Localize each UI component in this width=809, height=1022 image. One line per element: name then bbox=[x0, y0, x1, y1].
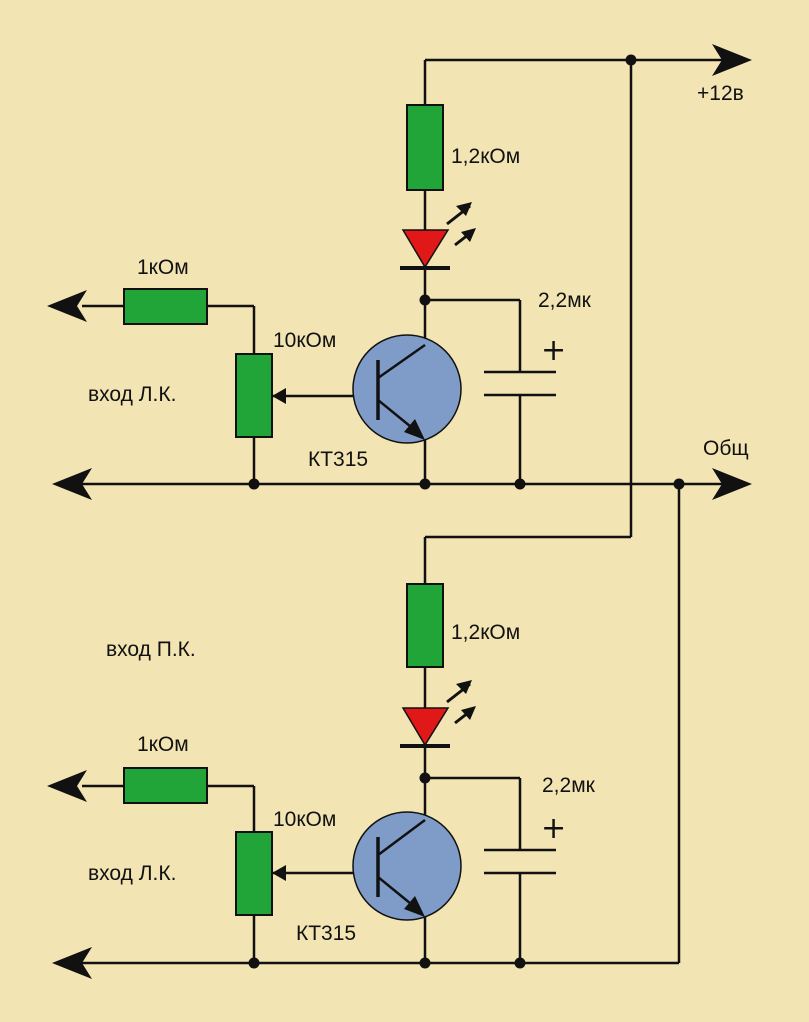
resistor-led bbox=[406, 583, 444, 668]
input-arrow bbox=[47, 290, 87, 322]
label-cap: 2,2мк bbox=[538, 289, 592, 312]
label-pot: 10кОм bbox=[273, 329, 336, 352]
junction-dot bbox=[419, 957, 431, 969]
stage-bottom-wires bbox=[82, 537, 522, 963]
label-input: вход Л.К. bbox=[88, 383, 176, 406]
common-arrow-right bbox=[712, 468, 752, 500]
wiper-arrow bbox=[272, 388, 286, 404]
resistor-led bbox=[406, 104, 444, 191]
stage-top: 1кОм 10кОм вход Л.К. 1,2кОм 2,2мк + КТ31… bbox=[47, 60, 592, 490]
junction-dot bbox=[673, 478, 685, 490]
label-transistor: КТ315 bbox=[308, 448, 368, 471]
led bbox=[401, 707, 450, 747]
transistor-body bbox=[352, 811, 462, 921]
transistor-body bbox=[352, 334, 462, 444]
led bbox=[401, 229, 450, 269]
right-input-label: вход П.К. bbox=[106, 638, 196, 661]
label-r-input: 1кОм bbox=[137, 256, 189, 279]
junction-dot bbox=[419, 478, 431, 490]
junction-dot bbox=[514, 957, 526, 969]
emitter-arrow bbox=[404, 896, 425, 917]
label-r-led: 1,2кОм bbox=[451, 621, 520, 644]
junction-dot bbox=[419, 294, 431, 306]
junction-dot bbox=[248, 478, 260, 490]
label-input: вход Л.К. bbox=[88, 862, 176, 885]
resistor-input bbox=[123, 767, 208, 804]
junction-dot bbox=[514, 478, 526, 490]
supply-label: +12в bbox=[697, 82, 744, 105]
potentiometer bbox=[235, 831, 273, 916]
label-r-input: 1кОм bbox=[137, 733, 189, 756]
label-cap-plus: + bbox=[541, 333, 566, 368]
label-pot: 10кОм bbox=[273, 808, 336, 831]
stage-bottom: 1кОм 10кОм вход Л.К. 1,2кОм 2,2мк + КТ31… bbox=[47, 537, 596, 969]
label-cap: 2,2мк bbox=[542, 774, 596, 797]
common-rail bbox=[82, 482, 722, 965]
supply-arrow bbox=[712, 44, 752, 76]
input-arrow bbox=[47, 770, 87, 802]
light-arrows bbox=[445, 200, 478, 247]
label-cap-plus: + bbox=[541, 811, 566, 846]
common-arrow-left-bottom bbox=[52, 947, 92, 979]
label-transistor: КТ315 bbox=[296, 922, 356, 945]
light-arrows bbox=[445, 678, 478, 725]
common-arrow-left bbox=[52, 468, 92, 500]
emitter-arrow bbox=[404, 419, 425, 440]
supply-rail bbox=[425, 58, 722, 539]
junction-dot bbox=[248, 957, 260, 969]
wiper-arrow bbox=[272, 865, 286, 881]
potentiometer bbox=[235, 353, 273, 438]
common-label: Общ bbox=[703, 437, 749, 460]
resistor-input bbox=[123, 288, 208, 325]
junction-dot bbox=[625, 54, 637, 66]
junction-dot bbox=[419, 772, 431, 784]
label-r-led: 1,2кОм bbox=[451, 145, 520, 168]
